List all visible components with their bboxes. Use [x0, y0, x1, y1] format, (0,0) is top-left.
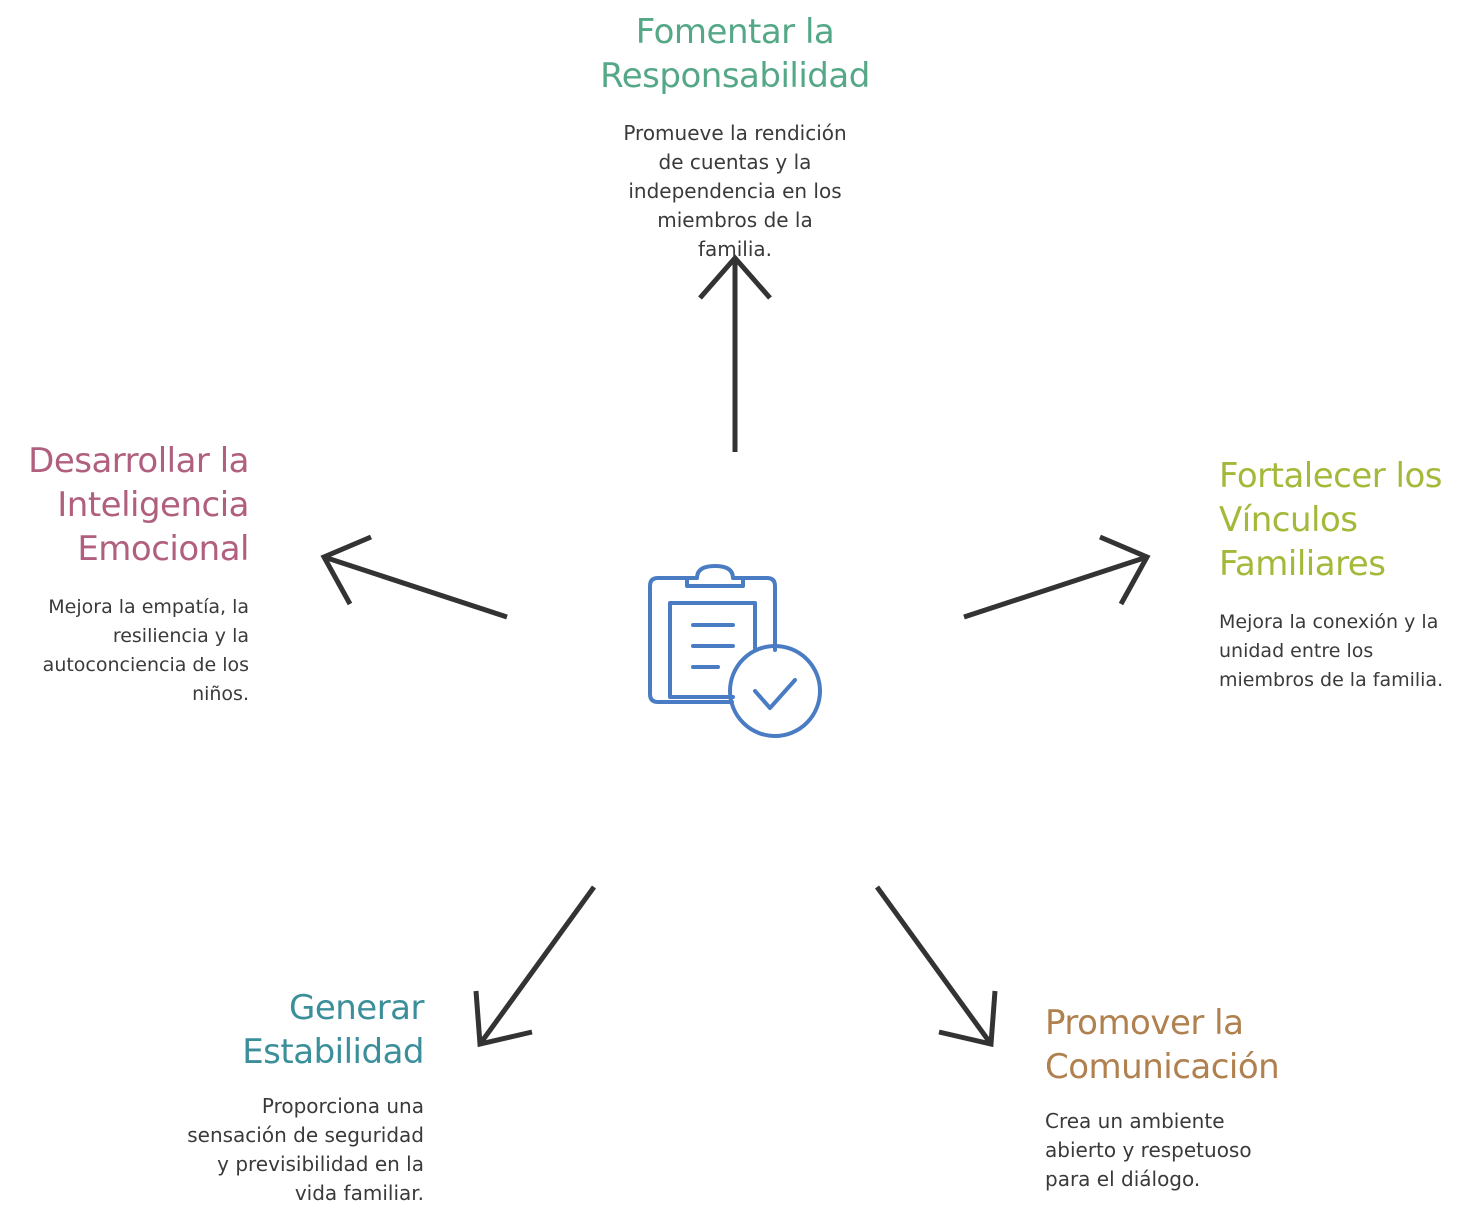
desc-line: Mejora la empatía, la: [48, 596, 249, 618]
node-title: Promover la Comunicación: [1045, 1001, 1345, 1089]
node-title: Fomentar la Responsabilidad: [575, 10, 895, 98]
node-title: Desarrollar la Inteligencia Emocional: [6, 439, 249, 571]
node-title: Generar Estabilidad: [124, 986, 424, 1074]
node-comunicacion: Promover la Comunicación Crea un ambient…: [1045, 1001, 1345, 1194]
desc-line: familia.: [697, 237, 773, 261]
arrow-to-inteligencia: [320, 534, 508, 620]
arrow-to-responsabilidad: [698, 254, 772, 452]
desc-line: miembros de la: [657, 208, 813, 232]
title-line: Promover la: [1045, 1003, 1244, 1043]
title-line: Comunicación: [1045, 1047, 1280, 1087]
desc-line: y previsibilidad en la: [217, 1152, 424, 1176]
title-line: Desarrollar la: [28, 441, 249, 481]
title-line: Estabilidad: [242, 1032, 424, 1072]
node-responsabilidad: Fomentar la Responsabilidad Promueve la …: [575, 10, 895, 264]
desc-line: Mejora la conexión y la: [1219, 611, 1439, 633]
desc-line: Promueve la rendición: [623, 121, 847, 145]
title-line: Generar: [288, 988, 425, 1028]
desc-line: Crea un ambiente: [1045, 1109, 1225, 1133]
node-description: Mejora la conexión y la unidad entre los…: [1219, 608, 1477, 695]
desc-line: unidad entre los: [1219, 640, 1374, 662]
title-line: Inteligencia: [57, 485, 249, 525]
desc-line: resiliencia y la: [112, 625, 249, 647]
node-description: Mejora la empatía, la resiliencia y la a…: [6, 593, 249, 709]
desc-line: Proporciona una: [261, 1094, 424, 1118]
desc-line: sensación de seguridad: [187, 1123, 424, 1147]
title-line: Responsabilidad: [600, 56, 870, 96]
arrow-to-vinculos: [963, 534, 1151, 620]
node-inteligencia: Desarrollar la Inteligencia Emocional Me…: [6, 439, 249, 709]
node-description: Proporciona una sensación de seguridad y…: [124, 1092, 424, 1208]
desc-line: para el diálogo.: [1045, 1167, 1201, 1191]
desc-line: miembros de la familia.: [1219, 669, 1444, 691]
desc-line: niños.: [192, 683, 249, 705]
title-line: Vínculos: [1219, 500, 1358, 540]
arrow-to-comunicacion: [874, 885, 998, 1048]
desc-line: de cuentas y la: [658, 150, 812, 174]
node-vinculos: Fortalecer los Vínculos Familiares Mejor…: [1219, 454, 1477, 695]
arrow-to-estabilidad: [473, 885, 597, 1048]
title-line: Familiares: [1219, 544, 1386, 584]
desc-line: abierto y respetuoso: [1045, 1138, 1252, 1162]
clipboard-check-icon: [648, 564, 822, 738]
desc-line: independencia en los: [628, 179, 842, 203]
title-line: Fortalecer los: [1219, 456, 1443, 496]
node-description: Promueve la rendición de cuentas y la in…: [575, 119, 895, 264]
node-description: Crea un ambiente abierto y respetuoso pa…: [1045, 1107, 1345, 1194]
title-line: Fomentar la: [635, 12, 835, 52]
node-estabilidad: Generar Estabilidad Proporciona una sens…: [124, 986, 424, 1208]
node-title: Fortalecer los Vínculos Familiares: [1219, 454, 1477, 586]
desc-line: vida familiar.: [294, 1181, 424, 1205]
title-line: Emocional: [77, 529, 249, 569]
desc-line: autoconciencia de los: [42, 654, 249, 676]
